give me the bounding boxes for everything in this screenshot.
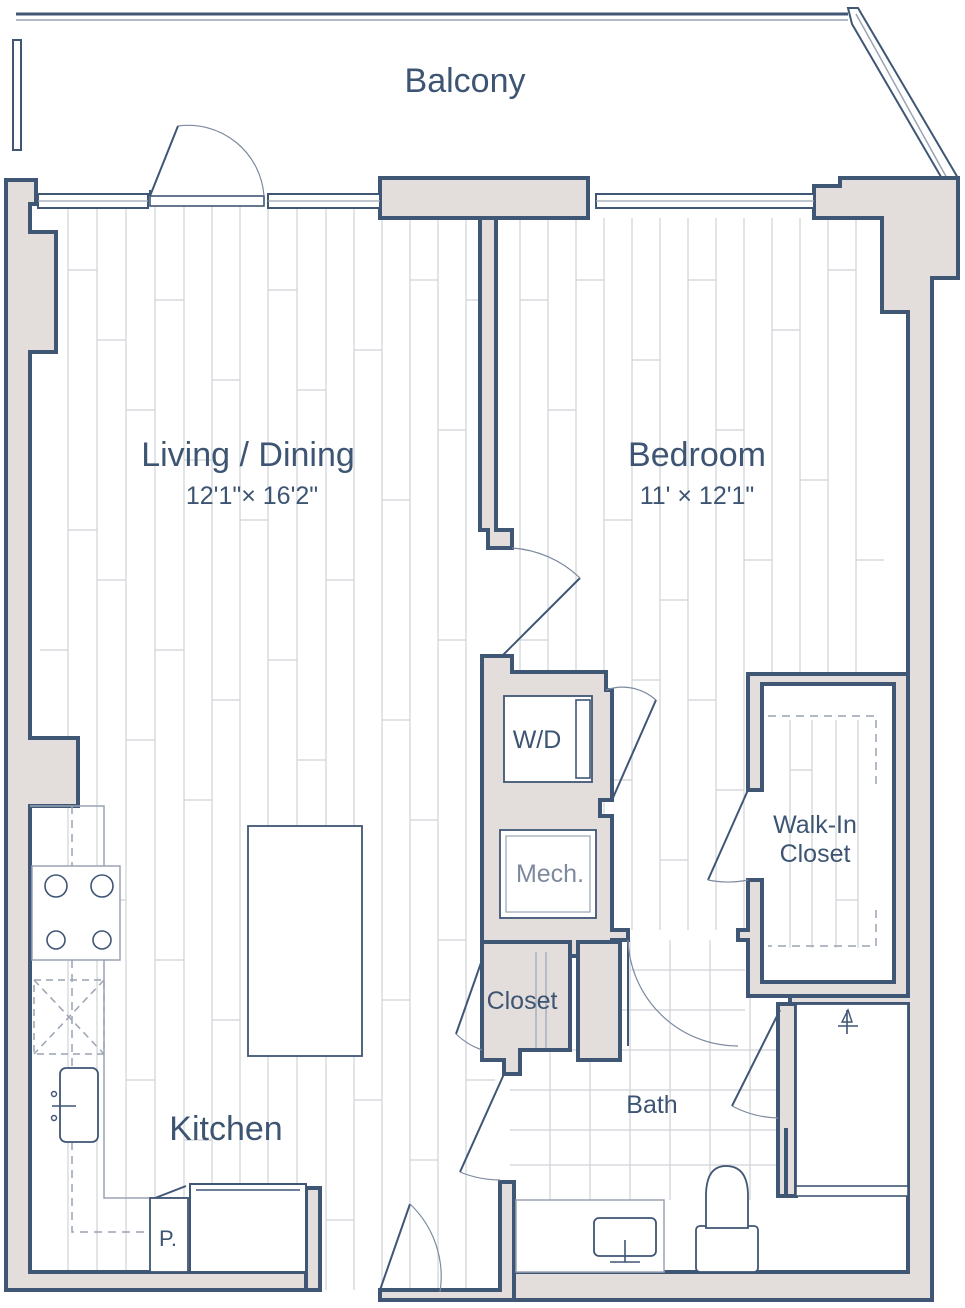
shower [795, 1003, 909, 1193]
bedroom-dimensions: 11' × 12'1" [640, 482, 755, 510]
pantry-label: P. [159, 1226, 177, 1251]
room-labels: Living / Dining 12'1"× 16'2" Bedroom 11'… [141, 436, 857, 1251]
bedroom-label: Bedroom [628, 436, 766, 474]
wd-label: W/D [513, 726, 562, 754]
balcony: Balcony [12, 7, 960, 184]
kitchen-label: Kitchen [169, 1110, 282, 1148]
pantry [149, 1197, 189, 1273]
kitchen-island [247, 825, 363, 1057]
living-dining-dimensions: 12'1"× 16'2" [186, 482, 318, 510]
windows [37, 193, 815, 209]
fixtures [30, 695, 909, 1273]
living-dining-label: Living / Dining [141, 436, 355, 474]
wood-flooring [40, 205, 885, 1290]
toilet-tank [695, 1225, 759, 1273]
closet-label: Closet [487, 987, 558, 1015]
balcony-label: Balcony [405, 62, 526, 100]
washer-dryer [503, 695, 593, 783]
bath-label: Bath [626, 1091, 677, 1119]
walk-in-closet-label-line2: Closet [780, 840, 851, 868]
cooktop [31, 865, 121, 961]
mech-label: Mech. [516, 860, 584, 888]
toilet-bowl [705, 1165, 749, 1229]
walk-in-closet-label-line1: Walk-In [773, 811, 857, 839]
kitchen-sink [59, 1067, 99, 1143]
refrigerator [189, 1183, 307, 1273]
mechanical-unit [499, 829, 597, 919]
